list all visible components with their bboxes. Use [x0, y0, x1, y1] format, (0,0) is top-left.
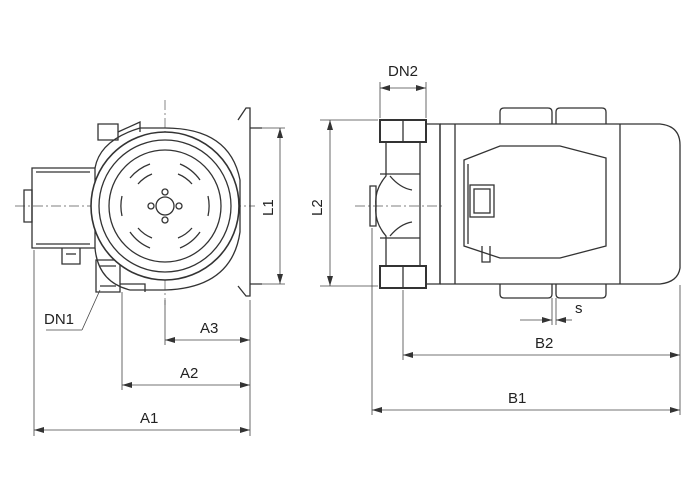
- label-dn2: DN2: [388, 63, 418, 80]
- label-b2: B2: [535, 335, 553, 352]
- side-dimensions: [320, 82, 681, 415]
- label-l2: L2: [309, 199, 326, 216]
- label-b1: B1: [508, 390, 526, 407]
- label-a1: A1: [140, 410, 158, 427]
- front-view: [15, 100, 262, 305]
- label-a2: A2: [180, 365, 198, 382]
- label-l1: L1: [260, 199, 277, 216]
- front-dimensions: [33, 127, 285, 436]
- label-s: s: [575, 300, 583, 317]
- label-dn1: DN1: [44, 311, 74, 328]
- side-view: [355, 107, 681, 299]
- label-a3: A3: [200, 320, 218, 337]
